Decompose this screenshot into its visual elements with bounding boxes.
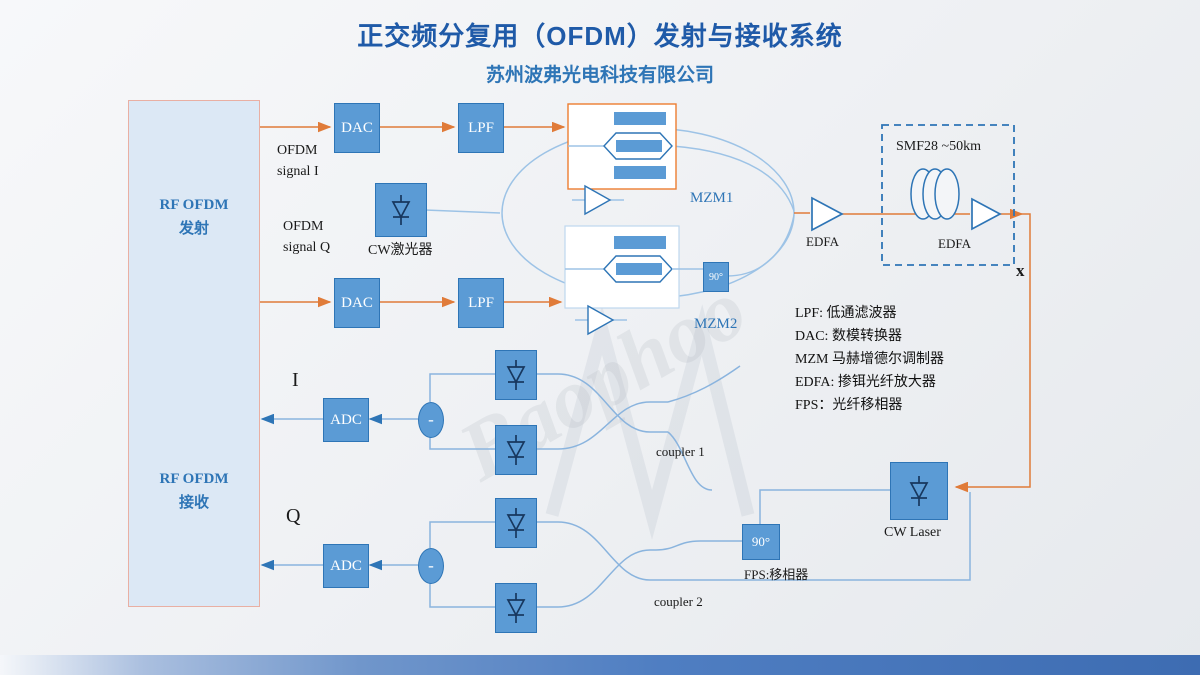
- photodiode-4: [495, 583, 537, 633]
- lpf-box-q: LPF: [458, 278, 504, 328]
- adc-box-i: ADC: [323, 398, 369, 442]
- mzm2-structure: [564, 225, 703, 336]
- ofdm-signal-i-label: OFDM signal I: [277, 143, 319, 179]
- i-branch-label: I: [292, 369, 299, 391]
- photodiode-3: [495, 498, 537, 548]
- mzm1-structure: [567, 103, 677, 216]
- q-branch-label: Q: [286, 505, 301, 527]
- photodiode-2: [495, 425, 537, 475]
- mzm1-label: MZM1: [690, 190, 734, 206]
- mzm-connections: [424, 145, 795, 277]
- phase-shifter-90-rx: 90°: [742, 524, 780, 560]
- dac-box-i: DAC: [334, 103, 380, 153]
- page-subtitle: 苏州波弗光电科技有限公司: [485, 65, 714, 86]
- photodiode-icon: [507, 359, 525, 391]
- legend-line-fps: FPS：光纤移相器: [795, 398, 903, 413]
- fiber-span-box: [881, 124, 1015, 266]
- legend-line-mzm: MZM 马赫增德尔调制器: [795, 352, 944, 367]
- legend-line-edfa: EDFA: 掺铒光纤放大器: [795, 375, 936, 390]
- receiver-network-lines: [260, 365, 971, 608]
- phase-shifter-90-tx: 90°: [703, 262, 729, 292]
- footer-bar: [0, 655, 1200, 675]
- photodiode-icon: [507, 592, 525, 624]
- subtract-node-q: -: [418, 548, 444, 584]
- mix-point-label: x: [1016, 261, 1025, 280]
- edfa-amplifier-2-icon: [971, 197, 1002, 231]
- cw-laser-tx-box: [375, 183, 427, 237]
- fiber-spool-icon: [910, 168, 960, 220]
- lpf-box-i: LPF: [458, 103, 504, 153]
- cw-laser-rx-label: CW Laser: [884, 525, 941, 540]
- coupler1-label: coupler 1: [656, 444, 705, 459]
- adc-box-q: ADC: [323, 544, 369, 588]
- photodiode-1: [495, 350, 537, 400]
- cw-laser-tx-label: CW激光器: [368, 243, 433, 258]
- edfa-amplifier-1-icon: [811, 196, 844, 232]
- subtract-node-i: -: [418, 402, 444, 438]
- edfa2-label: EDFA: [938, 236, 971, 251]
- laser-diode-icon: [392, 194, 410, 226]
- ofdm-signal-q-label: OFDM signal Q: [283, 219, 331, 255]
- mzm2-label: MZM2: [694, 316, 738, 332]
- photodiode-icon: [507, 434, 525, 466]
- laser-diode-icon: [910, 475, 928, 507]
- photodiode-icon: [507, 507, 525, 539]
- legend-line-dac: DAC: 数模转换器: [795, 329, 902, 344]
- watermark-zigzag-icon: [545, 304, 755, 540]
- legend: LPF: 低通滤波器 DAC: 数模转换器 MZM 马赫增德尔调制器 EDFA:…: [795, 302, 944, 417]
- fiber-span-label: SMF28 ~50km: [896, 139, 981, 154]
- cw-laser-rx-box: [890, 462, 948, 520]
- fps-label: FPS:移相器: [744, 567, 809, 582]
- coupler2-label: coupler 2: [654, 594, 703, 609]
- edfa1-label: EDFA: [806, 234, 839, 249]
- page-title: 正交频分复用（OFDM）发射与接收系统: [357, 21, 843, 51]
- dac-box-q: DAC: [334, 278, 380, 328]
- rf-ofdm-panel: RF OFDM 发射 RF OFDM 接收: [128, 100, 260, 607]
- rf-ofdm-rx-label: RF OFDM 接收: [159, 471, 229, 511]
- legend-line-lpf: LPF: 低通滤波器: [795, 306, 897, 321]
- rf-ofdm-tx-label: RF OFDM 发射: [159, 197, 229, 237]
